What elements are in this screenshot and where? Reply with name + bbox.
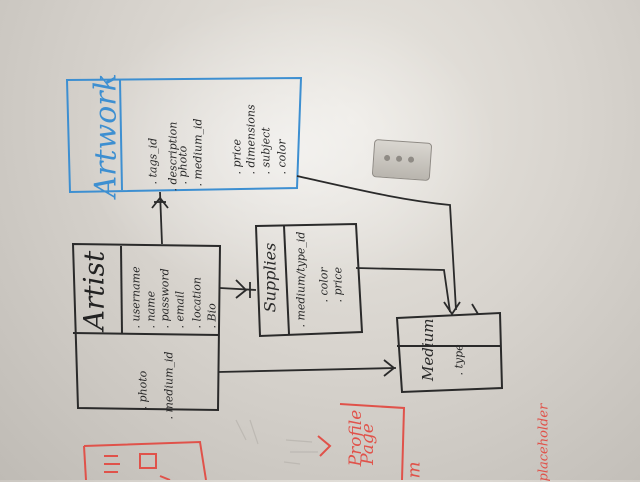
- profile-page-note: Page: [358, 423, 378, 465]
- placeholder-note: placeholder: [536, 403, 552, 482]
- artwork-field: . subject: [259, 127, 273, 175]
- artwork-field: . color: [275, 139, 289, 175]
- red-sketches: [83, 403, 406, 480]
- relationship-lines: [151, 175, 479, 377]
- artwork-field: . dimensions: [244, 104, 258, 175]
- supplies-field: . color: [317, 267, 331, 303]
- artwork-field: . photo: [176, 145, 190, 185]
- artist-entity-box: [71, 242, 222, 412]
- artist-field: . email: [173, 290, 187, 329]
- artist-field: . location: [190, 277, 204, 329]
- supplies-title: Supplies: [260, 242, 280, 313]
- medium-field: . type: [452, 344, 466, 376]
- artwork-field: . price: [230, 139, 244, 175]
- artwork-field: . medium_id: [191, 118, 205, 187]
- artist-field: . username: [129, 266, 143, 329]
- artist-field: . photo: [136, 370, 150, 410]
- artist-field: . Bio: [205, 303, 219, 329]
- medium-title: Medium: [419, 318, 437, 381]
- faded-marks: [235, 419, 318, 465]
- artist-field: . name: [144, 290, 158, 329]
- artist-title: Artist: [77, 250, 111, 331]
- medium-entity-box: [395, 311, 504, 394]
- wall-sensor-device: [371, 139, 433, 181]
- artwork-field: . tags_id: [146, 137, 160, 185]
- artist-field: . medium_id: [162, 351, 176, 420]
- supplies-entity-box: [254, 222, 364, 338]
- supplies-field: . medium/type_id: [294, 231, 308, 328]
- artwork-entity-box: [65, 76, 303, 194]
- supplies-field: . price: [331, 267, 345, 303]
- artist-field: . password: [158, 268, 172, 329]
- m-fragment-note: m: [403, 461, 425, 479]
- artwork-title: Artwork: [88, 73, 124, 198]
